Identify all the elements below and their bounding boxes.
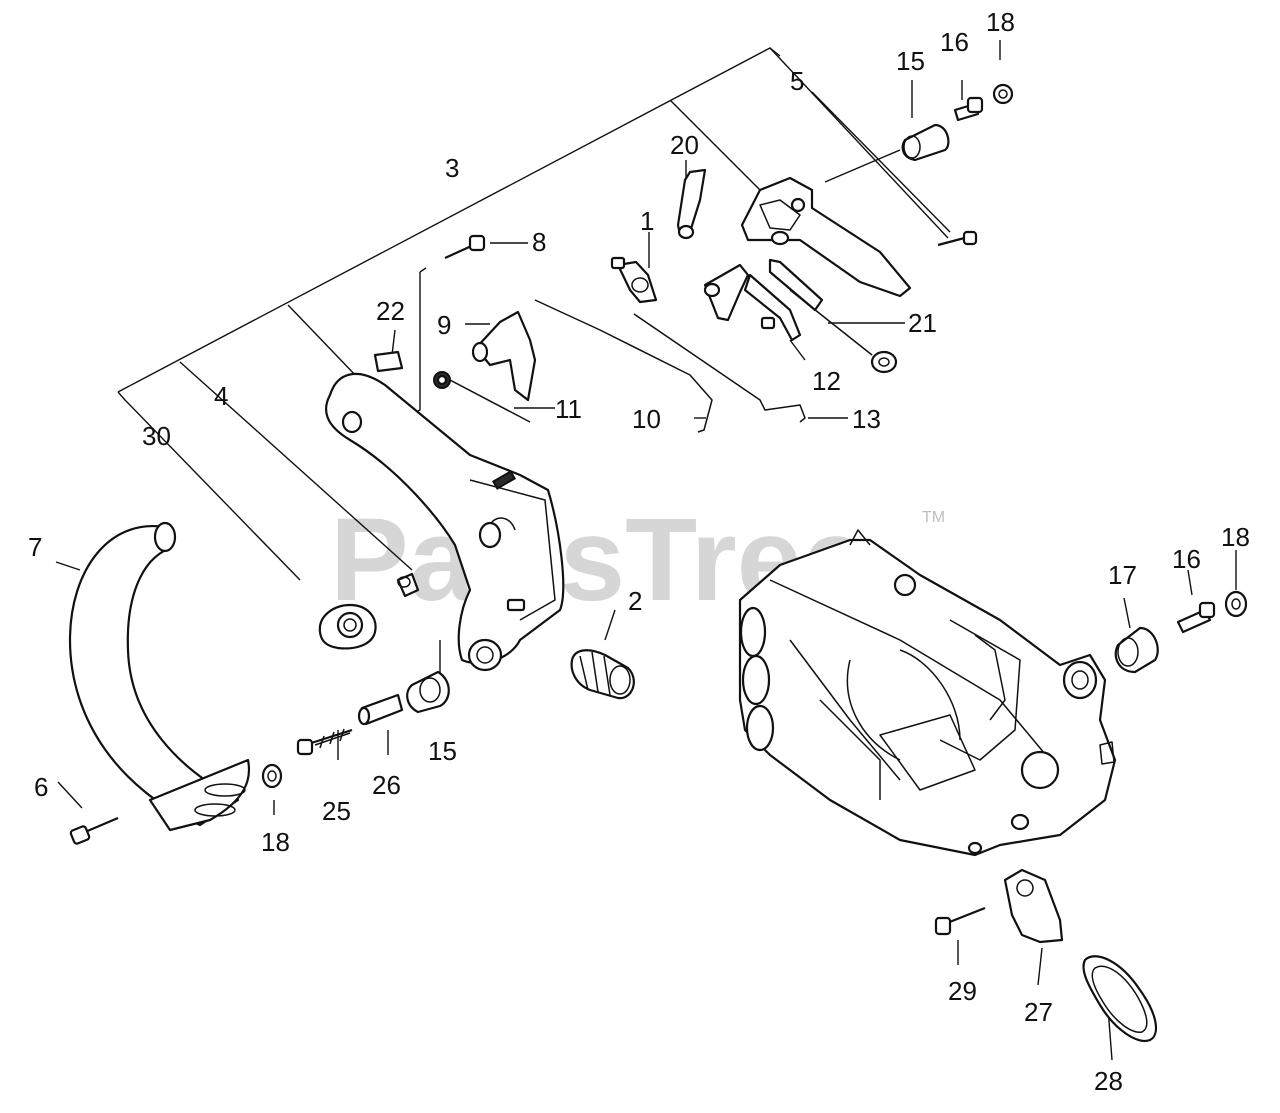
callout-21: 21 [908, 308, 937, 338]
callout-10: 10 [632, 404, 661, 434]
front-handle [68, 525, 240, 827]
callout-27: 27 [1024, 997, 1053, 1027]
callout-25: 25 [322, 796, 351, 826]
callout-6: 6 [34, 772, 48, 802]
top-handle [740, 176, 912, 298]
crankcase [738, 538, 1117, 857]
callout-13: 13 [852, 404, 881, 434]
callout-1: 1 [640, 206, 654, 236]
callout-15-left: 15 [428, 736, 457, 766]
callout-12: 12 [812, 366, 841, 396]
callout-5: 5 [790, 66, 804, 96]
callout-4: 4 [214, 381, 228, 411]
callout-18-top: 18 [986, 7, 1015, 37]
callout-8: 8 [532, 227, 546, 257]
callout-labels: 1 2 3 4 5 6 7 8 9 10 11 12 13 15 15 16 1… [28, 7, 1250, 1096]
callout-30: 30 [142, 421, 171, 451]
callout-29: 29 [948, 976, 977, 1006]
callout-3: 3 [445, 153, 459, 183]
callout-18-right: 18 [1221, 522, 1250, 552]
callout-15-top: 15 [896, 46, 925, 76]
callout-2: 2 [628, 586, 642, 616]
leader-lines [55, 40, 1237, 1061]
callout-16-top: 16 [940, 27, 969, 57]
callout-28: 28 [1094, 1066, 1123, 1096]
callout-7: 7 [28, 532, 42, 562]
callout-11: 11 [555, 394, 582, 424]
callout-16-right: 16 [1172, 544, 1201, 574]
callout-20: 20 [670, 130, 699, 160]
parts-artwork [68, 83, 1248, 1043]
watermark-trademark: TM [922, 509, 945, 526]
callout-22: 22 [376, 296, 405, 326]
callout-26: 26 [372, 770, 401, 800]
callout-18-left: 18 [261, 827, 290, 857]
callout-9: 9 [437, 310, 451, 340]
callout-17: 17 [1108, 560, 1137, 590]
